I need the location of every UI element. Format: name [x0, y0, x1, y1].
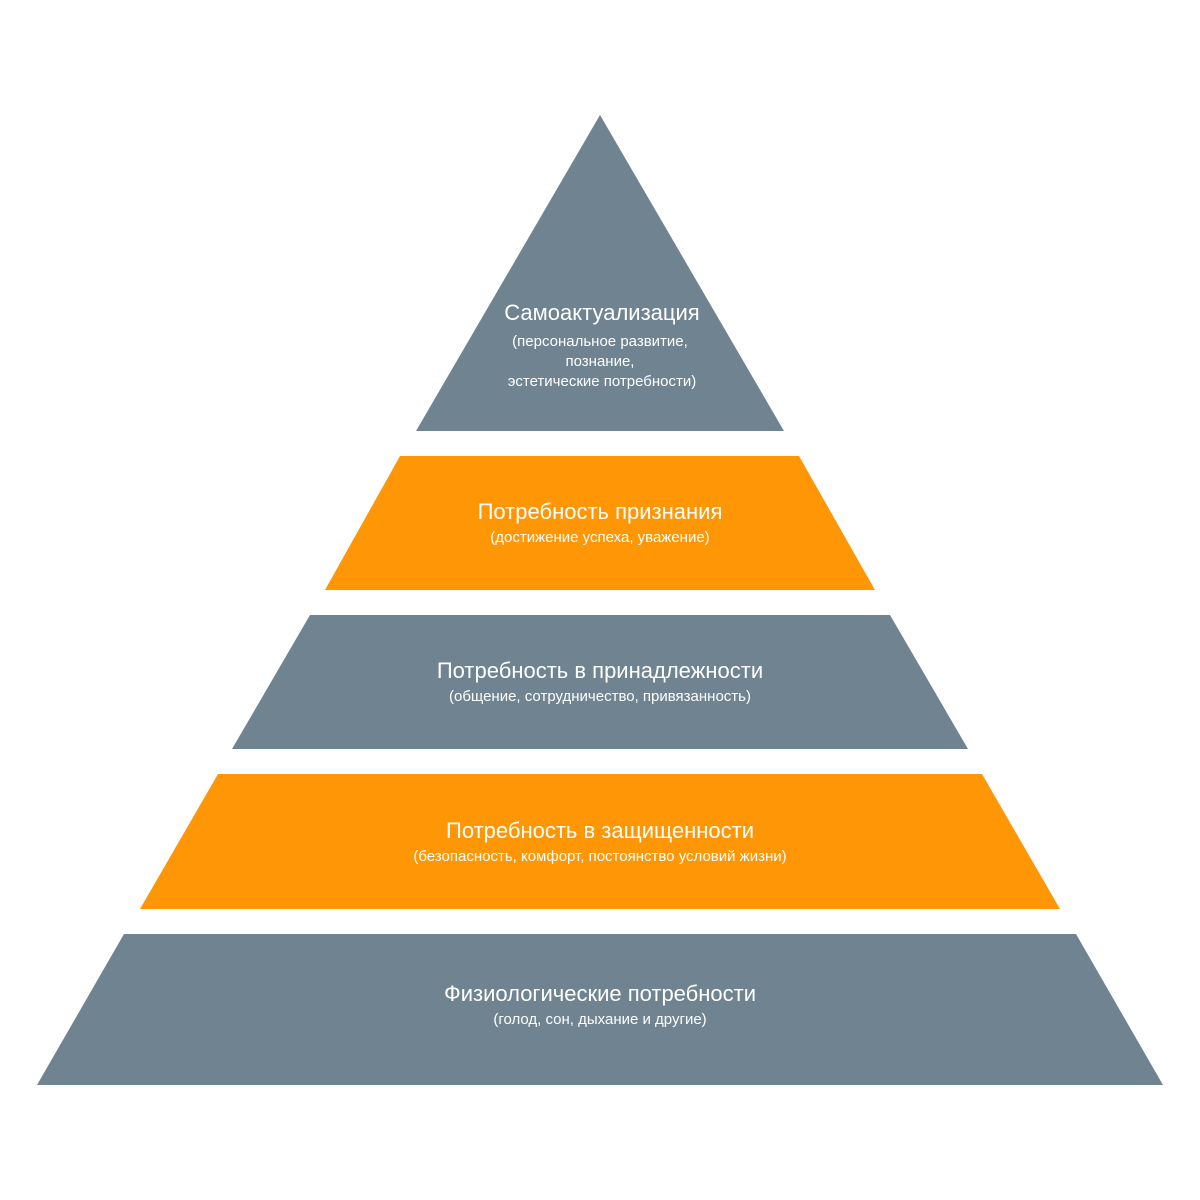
- tier-title: Потребность признания: [478, 499, 723, 524]
- tier-subtitle-line: (достижение успеха, уважение): [490, 529, 709, 546]
- tier-subtitle-line: эстетические потребности): [508, 373, 697, 390]
- tier-self-actualization: Самоактуализация (персональное развитие,…: [416, 115, 784, 431]
- tier-shape: [416, 115, 784, 431]
- tier-physiological: Физиологические потребности (голод, сон,…: [37, 934, 1163, 1085]
- tier-subtitle-line: (безопасность, комфорт, постоянство усло…: [413, 848, 786, 865]
- tier-shape: [37, 934, 1163, 1085]
- tier-safety: Потребность в защищенности (безопасность…: [140, 774, 1060, 909]
- tier-esteem: Потребность признания (достижение успеха…: [325, 456, 875, 590]
- tier-subtitle-line: (голод, сон, дыхание и другие): [493, 1011, 706, 1028]
- tier-subtitle-line: (персональное развитие,: [512, 333, 688, 350]
- tier-title: Физиологические потребности: [444, 981, 756, 1006]
- tier-title: Потребность в принадлежности: [437, 658, 763, 683]
- tier-title: Самоактуализация: [504, 300, 699, 325]
- tier-belonging: Потребность в принадлежности (общение, с…: [232, 615, 968, 749]
- tier-shape: [140, 774, 1060, 909]
- tier-title: Потребность в защищенности: [446, 818, 754, 843]
- tier-subtitle-line: познание,: [566, 353, 635, 370]
- tier-shape: [232, 615, 968, 749]
- tier-shape: [325, 456, 875, 590]
- tier-subtitle-line: (общение, сотрудничество, привязанность): [449, 688, 751, 705]
